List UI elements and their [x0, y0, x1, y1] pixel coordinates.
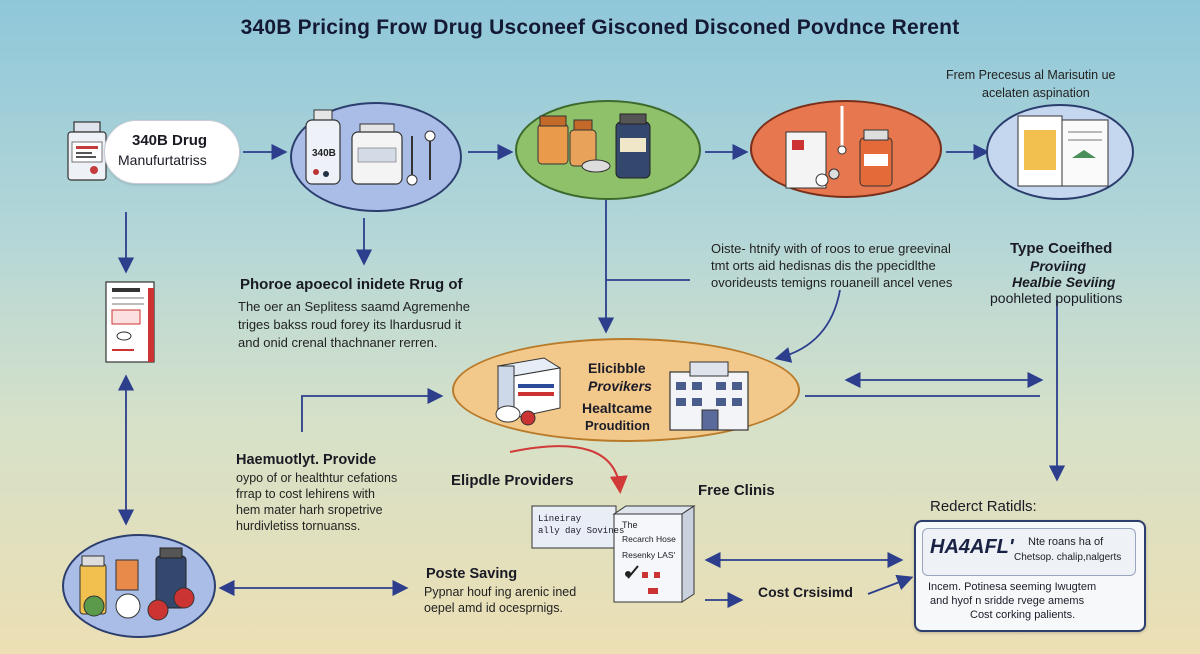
right-card: HA4AFL' Nte roans ha of Chetsop. chalip,… [914, 520, 1146, 632]
clinic-card-line5: Resenky LAS' [622, 550, 676, 560]
arrow-18 [867, 574, 914, 595]
medications-icon [76, 546, 202, 633]
right-block-line2: Proviing [1030, 258, 1087, 274]
center-label2: Provikers [588, 378, 652, 394]
jar-label: 340B [312, 148, 336, 159]
arrow-11 [301, 387, 444, 432]
right-card-small1: Nte roans ha of [1028, 536, 1104, 548]
cost-label: Cost Crsisimd [758, 584, 853, 600]
hospital-orange-ellipse [750, 100, 942, 198]
eligible-providers-label: Elipdle Providers [451, 472, 574, 489]
manufacturer-bubble [104, 120, 240, 184]
hospital-building-icon [664, 358, 756, 439]
manufacturer-label-line1: 340B Drug [132, 132, 208, 149]
clinic-card: Lineiray ally day Sovines The Recarch Ho… [530, 504, 696, 604]
poste-saving-line2: oepel amd id ocesprnigs. [424, 601, 563, 615]
free-clinics-label: Free Clinis [698, 482, 775, 499]
prescription-sheet-icon [104, 280, 158, 369]
right-block-line3: Healbie Seviing [1012, 274, 1116, 290]
clinic-card-line1: Lineiray [538, 514, 582, 524]
right-card-line1: Incem. Potinesa seeming Iwugtem [928, 581, 1097, 593]
clinic-card-line4: Recarch Hose [622, 534, 676, 544]
left-block-line3: and onid crenal thachnaner rerren. [238, 335, 438, 350]
right-card-small2: Chetsop. chalip,nalgerts [1014, 552, 1122, 563]
medicine-box-icon [488, 350, 570, 435]
top-right-caption-line1: Frem Precesus al Marisutin ue [946, 68, 1116, 82]
arrow-9 [774, 289, 841, 363]
mid-block-line2: tmt orts aid hedisnas dis the ppecidlthe [711, 258, 936, 273]
red-arrow [509, 445, 628, 494]
left-block-line2: triges bakss roud forey its lhardusrud i… [238, 317, 462, 332]
page-title: 340B Pricing Frow Drug Usconeef Gisconed… [240, 16, 960, 39]
redect-label: Rederct Ratidls: [930, 498, 1037, 515]
right-block-line1: Type Coeifhed [1010, 240, 1113, 257]
clinic-card-line3: The [622, 520, 638, 530]
mid-block-line3: ovorideusts temigns rouaneill ancel vene… [711, 275, 953, 290]
poste-saving-heading: Poste Saving [426, 566, 518, 582]
center-label4: Proudition [585, 418, 650, 433]
clinic-card-line2: ally day Sovines [538, 526, 625, 536]
top-right-caption-line2: acelaten aspination [982, 86, 1090, 100]
lower-left-line4: hurdivletiss tornuanss. [236, 519, 361, 533]
right-card-big: HA4AFL' [930, 536, 1014, 558]
right-card-line3: Cost corking palients. [970, 609, 1076, 621]
lower-left-line1: oypo of or healthtur cefations [236, 471, 398, 485]
lower-left-heading: Haemuotlyt. Provide [236, 452, 377, 468]
right-card-top [922, 528, 1136, 576]
manufacturer-node: 340B Drug Manufurtatriss [58, 114, 242, 190]
pharmacy-supplies-icon [770, 104, 920, 201]
poste-saving-line1: Pypnar houf ing arenic ined [424, 585, 577, 599]
right-card-line2: and hyof n sridde rvege amems [930, 595, 1085, 607]
lower-left-line2: frrap to cost lehirens with [236, 487, 375, 501]
left-block-heading: Phoroe apoecol inidete Rrug of [240, 276, 463, 293]
right-block-line4: poohleted populitions [990, 290, 1123, 306]
medicine-jars-icon [530, 108, 670, 195]
lower-left-line3: hem mater harh sropetrive [236, 503, 383, 517]
center-label3: Healtcame [582, 400, 653, 416]
manufacturer-label-line2: Manufurtatriss [118, 152, 207, 168]
left-block-line1: The oer an Seplitess saamd Agremenhe [238, 299, 470, 314]
document-icon [1012, 110, 1116, 199]
jars-icon: 340B [300, 108, 454, 209]
center-label1: Elicibble [588, 360, 646, 376]
mid-block-line1: Oiste- htnify with of roos to erue greev… [711, 241, 951, 256]
